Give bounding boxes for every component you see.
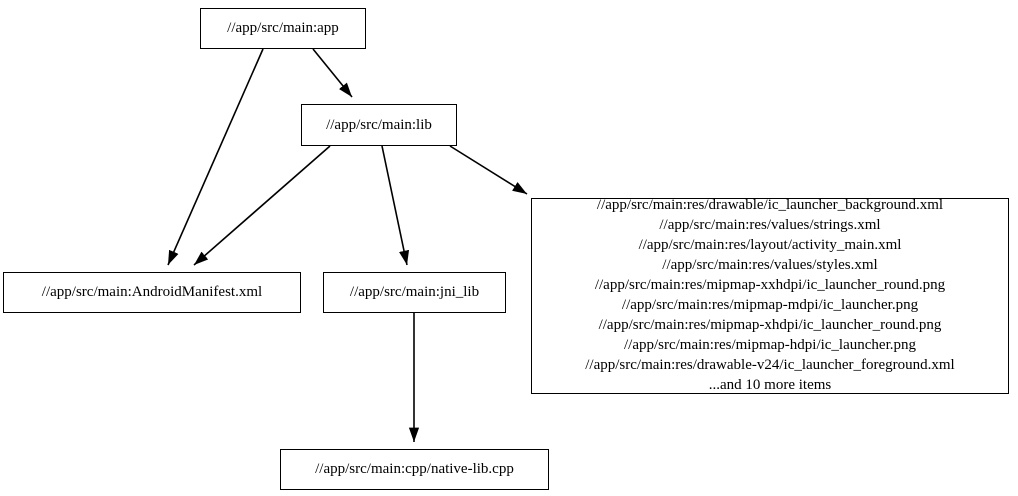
graph-node-android-manifest-label: //app/src/main:AndroidManifest.xml bbox=[41, 284, 263, 300]
edge-lib-to-res-group bbox=[449, 145, 528, 195]
graph-node-android-manifest[interactable]: //app/src/main:AndroidManifest.xml bbox=[3, 272, 301, 313]
edge-lib-to-manifest bbox=[193, 145, 331, 266]
graph-node-jni-lib[interactable]: //app/src/main:jni_lib bbox=[323, 272, 506, 313]
graph-node-lib[interactable]: //app/src/main:lib bbox=[301, 104, 457, 146]
graph-node-res-group[interactable]: //app/src/main:res/drawable/ic_launcher_… bbox=[531, 197, 1009, 394]
edge-app-to-lib bbox=[312, 48, 353, 98]
edge-app-to-manifest bbox=[167, 48, 264, 266]
graph-node-native-lib-cpp-label: //app/src/main:cpp/native-lib.cpp bbox=[315, 461, 514, 477]
graph-node-app-label: //app/src/main:app bbox=[227, 20, 339, 36]
graph-node-app[interactable]: //app/src/main:app bbox=[200, 8, 366, 49]
edge-lib-to-jni-lib bbox=[381, 145, 410, 266]
graph-node-jni-lib-label: //app/src/main:jni_lib bbox=[349, 284, 480, 300]
graph-node-lib-label: //app/src/main:lib bbox=[326, 116, 432, 133]
graph-node-native-lib-cpp[interactable]: //app/src/main:cpp/native-lib.cpp bbox=[280, 449, 549, 490]
graph-node-res-group-label: //app/src/main:res/drawable/ic_launcher_… bbox=[585, 197, 955, 393]
